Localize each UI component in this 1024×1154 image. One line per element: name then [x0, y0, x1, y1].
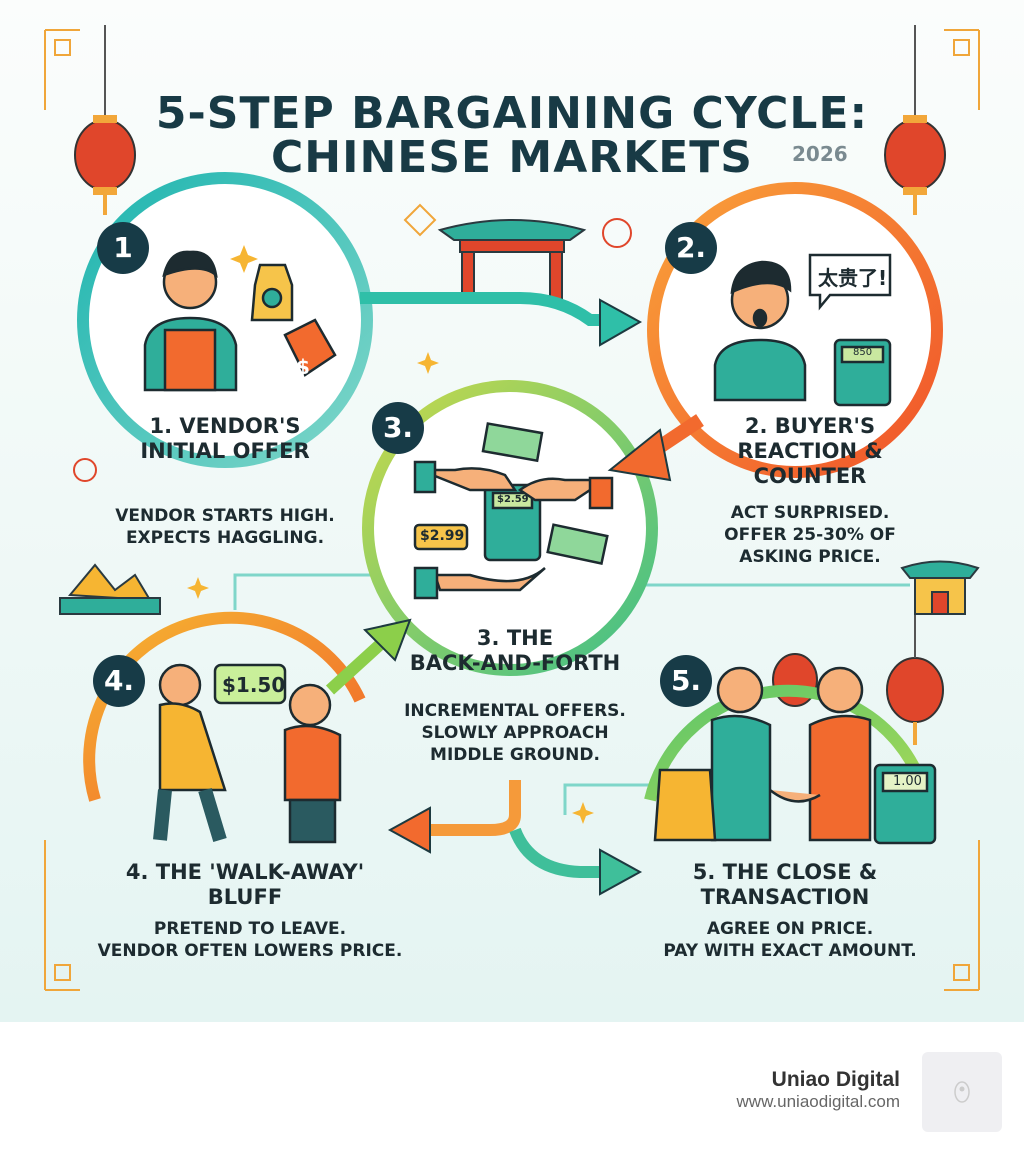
label-line: 4. THE 'WALK-AWAY'	[125, 860, 365, 884]
desc-line: OFFER 25-30% OF	[724, 525, 896, 545]
walkaway-illustration	[153, 663, 342, 844]
lantern-icon	[884, 25, 946, 215]
desc-line: VENDOR STARTS HIGH.	[115, 506, 335, 526]
desc-line: PAY WITH EXACT AMOUNT.	[663, 941, 917, 961]
desc-line: VENDOR OFTEN LOWERS PRICE.	[97, 941, 403, 961]
step-1-description: VENDOR STARTS HIGH.EXPECTS HAGGLING.	[90, 505, 360, 549]
step4-ring	[83, 611, 366, 802]
speech-bubble: $1.50	[222, 673, 286, 697]
page-subtitle: CHINESE MARKETS	[270, 132, 753, 183]
calculator-display: 850	[853, 347, 873, 358]
step-2-badge: 2.	[665, 222, 717, 274]
desc-line: PRETEND TO LEAVE.	[153, 919, 347, 939]
step-5-description: AGREE ON PRICE.PAY WITH EXACT AMOUNT.	[640, 918, 940, 962]
step-4-label: 4. THE 'WALK-AWAY'BLUFF	[80, 860, 410, 910]
step5-ring	[644, 684, 926, 802]
label-line: BLUFF	[207, 885, 283, 909]
desc-line: ASKING PRICE.	[739, 547, 881, 567]
goods-pile-icon	[59, 563, 161, 615]
corner-ornaments	[44, 29, 980, 991]
sparkle-icons	[187, 245, 594, 824]
label-line: COUNTER	[753, 464, 867, 488]
hands-calculator-illustration	[413, 422, 614, 600]
buyer-illustration	[713, 253, 892, 407]
pagoda-gate-icon	[437, 219, 587, 301]
step-4-badge: 4.	[93, 655, 145, 707]
arrow-2-to-3	[607, 414, 704, 482]
desc-line: EXPECTS HAGGLING.	[125, 528, 325, 548]
arrow-4-to-3	[387, 780, 521, 854]
desc-line: MIDDLE GROUND.	[430, 745, 600, 765]
brand-name: Uniao Digital	[771, 1068, 900, 1091]
brand-url[interactable]: www.uniaodigital.com	[736, 1092, 900, 1111]
desc-line: ACT SURPRISED.	[730, 503, 890, 523]
step-4-description: PRETEND TO LEAVE.VENDOR OFTEN LOWERS PRI…	[80, 918, 420, 962]
year: 2026	[792, 142, 848, 166]
page-title: 5-STEP BARGAINING CYCLE:	[155, 88, 869, 139]
calculator-display: 1.00	[893, 774, 922, 789]
brand-logo-icon	[922, 1052, 1002, 1132]
label-line: 3. THE	[476, 626, 554, 650]
brand-block: Uniao Digital www.uniaodigital.com	[737, 1068, 900, 1112]
knot-icon	[403, 203, 437, 237]
lantern-icon	[74, 25, 136, 215]
arrow-to-5	[509, 827, 643, 896]
handshake-illustration	[653, 666, 937, 845]
desc-line: AGREE ON PRICE.	[706, 919, 874, 939]
price-tag-icon: $	[296, 355, 310, 379]
coin-icon	[73, 218, 632, 482]
calculator-display: $2.59	[497, 494, 529, 505]
price-tag: $2.99	[420, 528, 465, 544]
step-5-label: 5. THE CLOSE &TRANSACTION	[640, 860, 930, 910]
arrow-3-to-4	[325, 618, 412, 695]
arrow-1-to-2	[360, 292, 643, 347]
label-line: 2. BUYER'S	[744, 414, 876, 438]
label-line: TRANSACTION	[700, 885, 870, 909]
label-line: 1. VENDOR'S	[149, 414, 301, 438]
label-line: REACTION &	[737, 439, 883, 463]
step-5-badge: 5.	[660, 655, 712, 707]
footer: Uniao Digital www.uniaodigital.com	[0, 1022, 1024, 1154]
label-line: INITIAL OFFER	[140, 439, 310, 463]
step-3-badge: 3.	[372, 402, 424, 454]
step-1-badge: 1	[97, 222, 149, 274]
desc-line: INCREMENTAL OFFERS.	[404, 701, 626, 721]
infographic: 5-STEP BARGAINING CYCLE: CHINESE MARKETS…	[0, 0, 1024, 1022]
vendor-illustration	[143, 250, 337, 392]
label-line: BACK-AND-FORTH	[409, 651, 621, 675]
diagram-graphics	[44, 25, 980, 991]
pagoda-icon	[900, 560, 980, 615]
speech-bubble: 太贵了!	[818, 266, 888, 290]
label-line: 5. THE CLOSE &	[692, 860, 878, 884]
desc-line: SLOWLY APPROACH	[421, 723, 609, 743]
